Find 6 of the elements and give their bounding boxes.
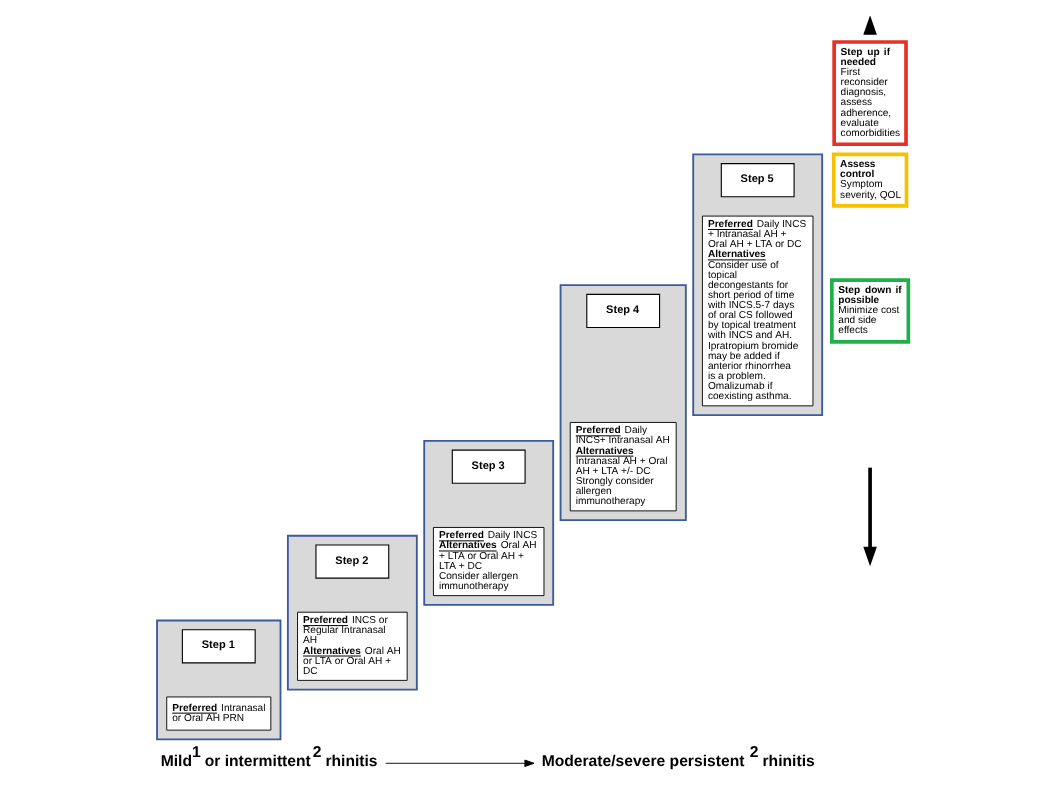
- cluster: [285, 534, 417, 691]
- cluster: [691, 153, 823, 416]
- arrow: [384, 759, 534, 767]
- cluster: [558, 284, 686, 521]
- cluster: [155, 619, 281, 741]
- cluster: [422, 439, 554, 606]
